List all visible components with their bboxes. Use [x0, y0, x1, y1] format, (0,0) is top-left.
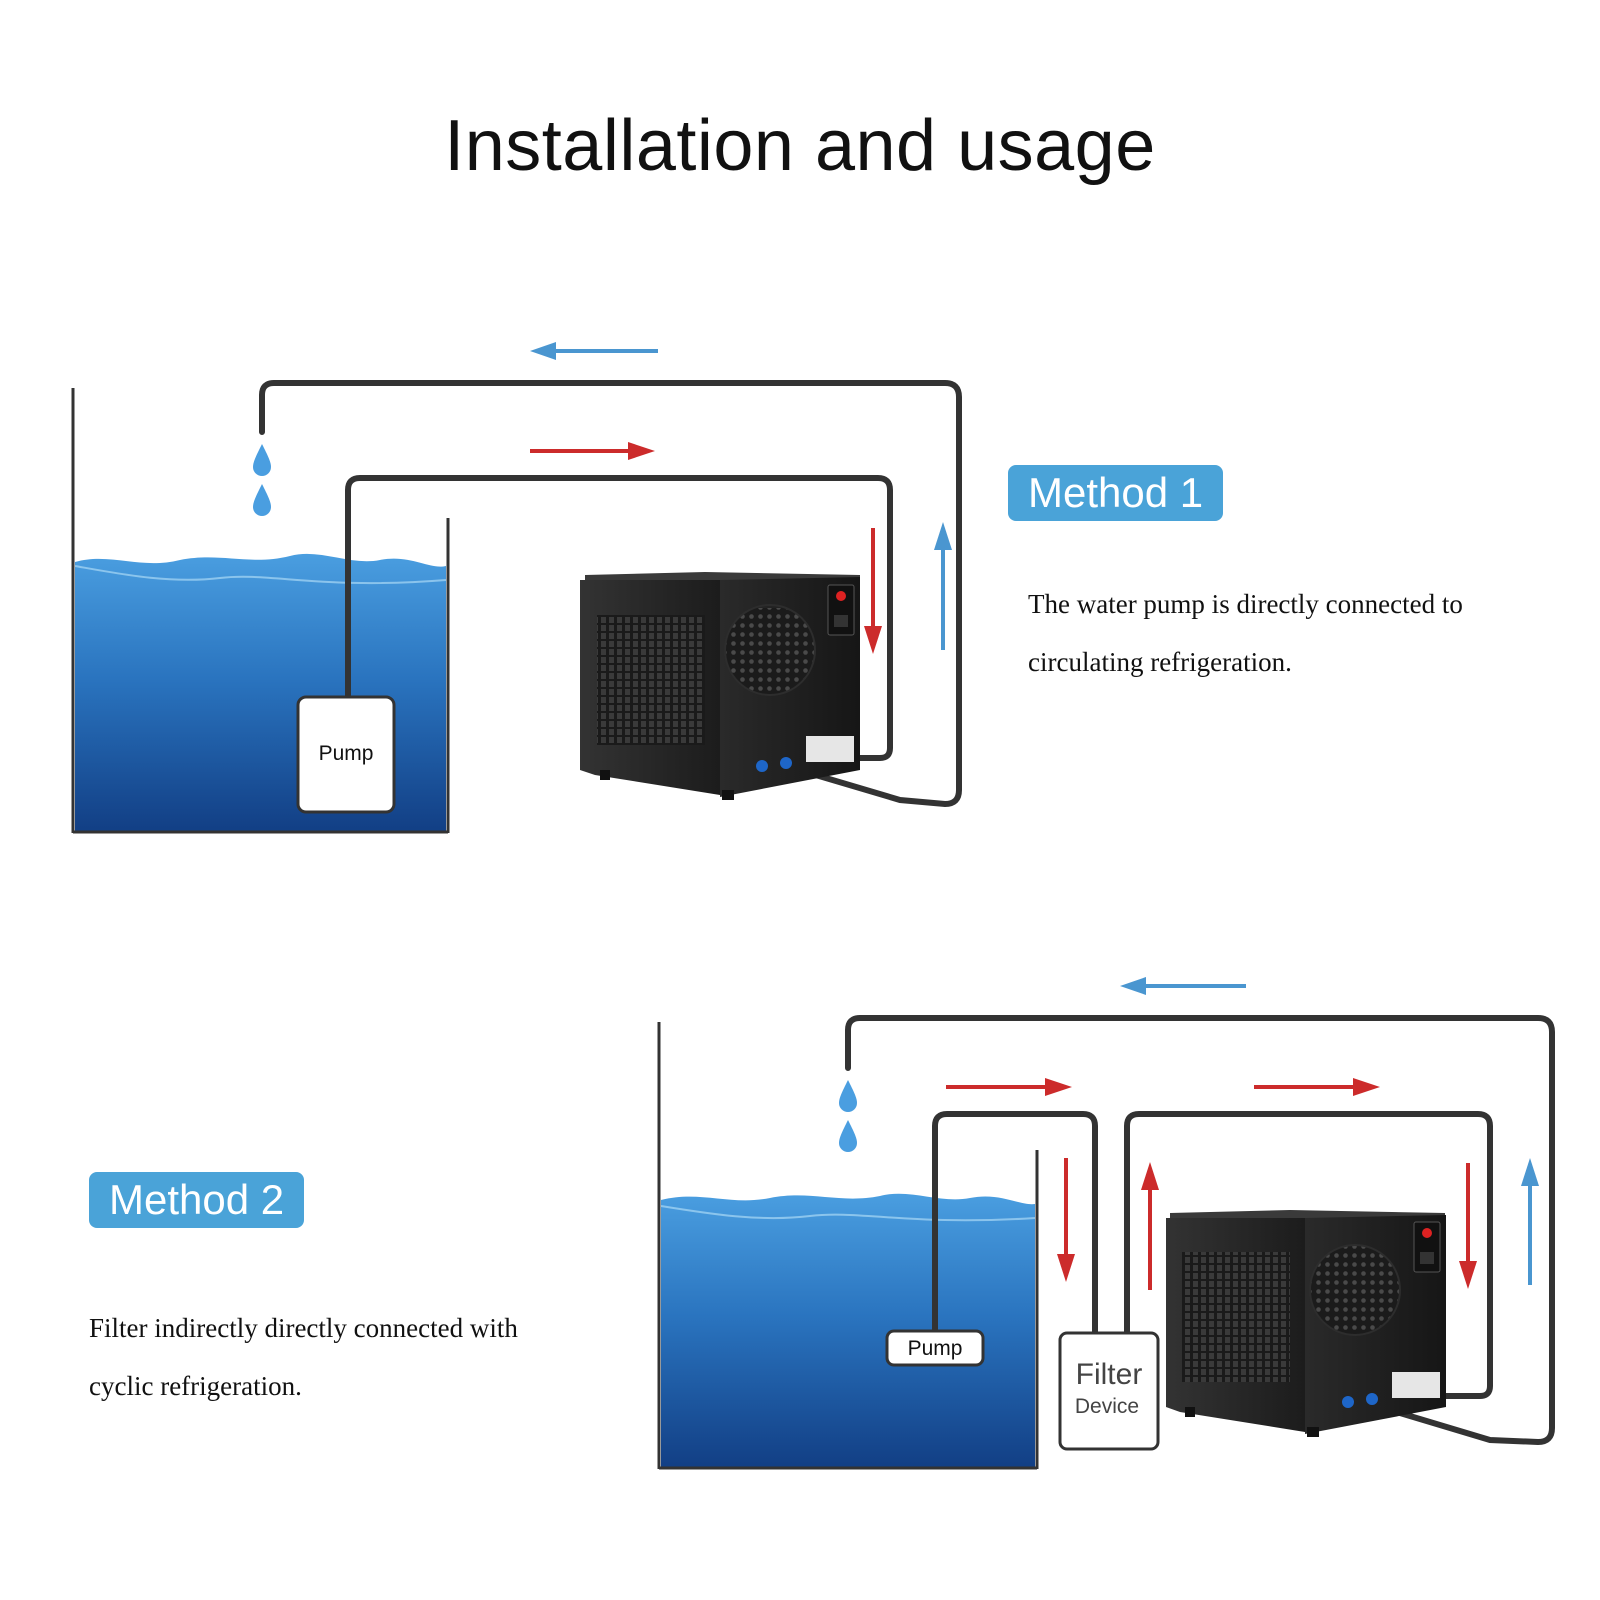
flow-arrow-icon [1521, 1158, 1539, 1285]
filter-sublabel: Device [1075, 1395, 1139, 1418]
method2-diagram: Pump Filter Device [657, 977, 1555, 1470]
flow-arrow-icon [530, 442, 655, 460]
filter-label: Filter [1076, 1358, 1143, 1391]
pump-box [885, 1329, 985, 1367]
water-drop-icon [253, 444, 271, 476]
method2-badge: Method 2 [89, 1172, 305, 1228]
water-drop-icon [839, 1120, 857, 1152]
water-drop-icon [253, 484, 271, 516]
method1-description-line: The water pump is directly connected to [1028, 589, 1463, 619]
flow-arrow-icon [1120, 977, 1246, 995]
pump-to-filter-pipe [932, 1111, 1098, 1339]
flow-arrow-icon [864, 528, 882, 654]
flow-arrow-icon [934, 522, 952, 650]
chiller-unit [1166, 1210, 1446, 1437]
page-title: Installation and usage [444, 106, 1156, 186]
chiller-unit [580, 572, 860, 800]
supply-pipe [345, 475, 893, 761]
pump-box [296, 695, 396, 814]
method2-description-line: cyclic refrigeration. [89, 1371, 302, 1401]
method1-description: The water pump is directly connected to … [1028, 575, 1463, 691]
method1-badge: Method 1 [1008, 465, 1224, 521]
flow-arrow-icon [946, 1078, 1072, 1096]
method2-description: Filter indirectly directly connected wit… [89, 1299, 518, 1415]
pump-label: Pump [908, 1337, 963, 1360]
flow-arrow-icon [530, 342, 658, 360]
return-pipe [845, 1015, 1555, 1446]
flow-arrow-icon [1459, 1163, 1477, 1289]
water-body [661, 1193, 1035, 1467]
flow-arrow-icon [1141, 1162, 1159, 1290]
flow-arrow-icon [1057, 1158, 1075, 1282]
flow-arrow-icon [1254, 1078, 1380, 1096]
method1-diagram: Pump [71, 342, 962, 834]
filter-to-chiller-pipe [1124, 1111, 1493, 1399]
water-drop-icon [839, 1080, 857, 1112]
method1-description-line: circulating refrigeration. [1028, 647, 1292, 677]
return-pipe [259, 380, 962, 808]
pump-label: Pump [319, 742, 374, 765]
method2-description-line: Filter indirectly directly connected wit… [89, 1313, 518, 1343]
filter-device-box [1058, 1331, 1160, 1451]
